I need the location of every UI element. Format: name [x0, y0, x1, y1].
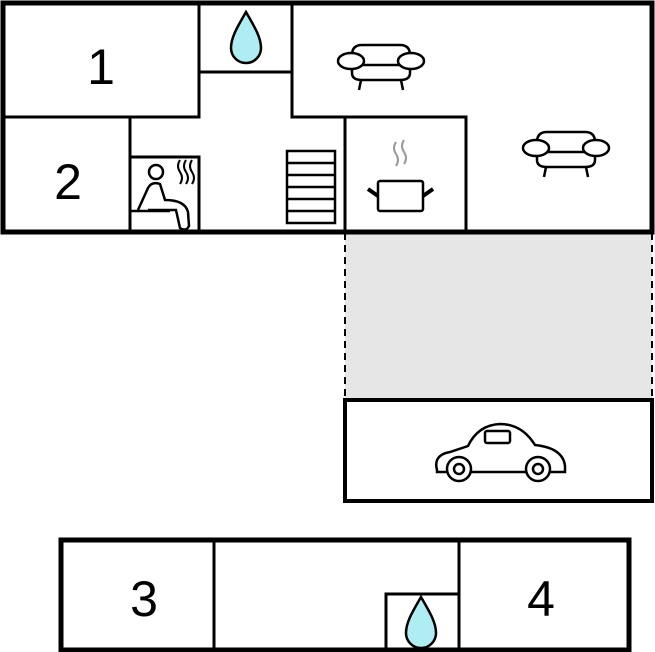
carport-area — [345, 233, 652, 400]
stairs-icon — [285, 149, 337, 225]
water-drop-icon — [229, 9, 263, 65]
cooking-pot-icon — [366, 139, 435, 213]
car-icon — [435, 422, 567, 483]
sofa-icon — [336, 43, 426, 91]
sauna-icon — [131, 159, 195, 231]
room-label-2: 2 — [54, 154, 82, 210]
room-label-4: 4 — [527, 571, 555, 627]
annex-interior-walls — [212, 540, 461, 650]
room-label-3: 3 — [130, 571, 158, 627]
interior-walls — [3, 3, 468, 232]
annex-outline — [58, 537, 632, 652]
sofa-icon — [521, 130, 611, 178]
room-label-1: 1 — [87, 39, 115, 95]
water-drop-icon — [404, 594, 438, 650]
